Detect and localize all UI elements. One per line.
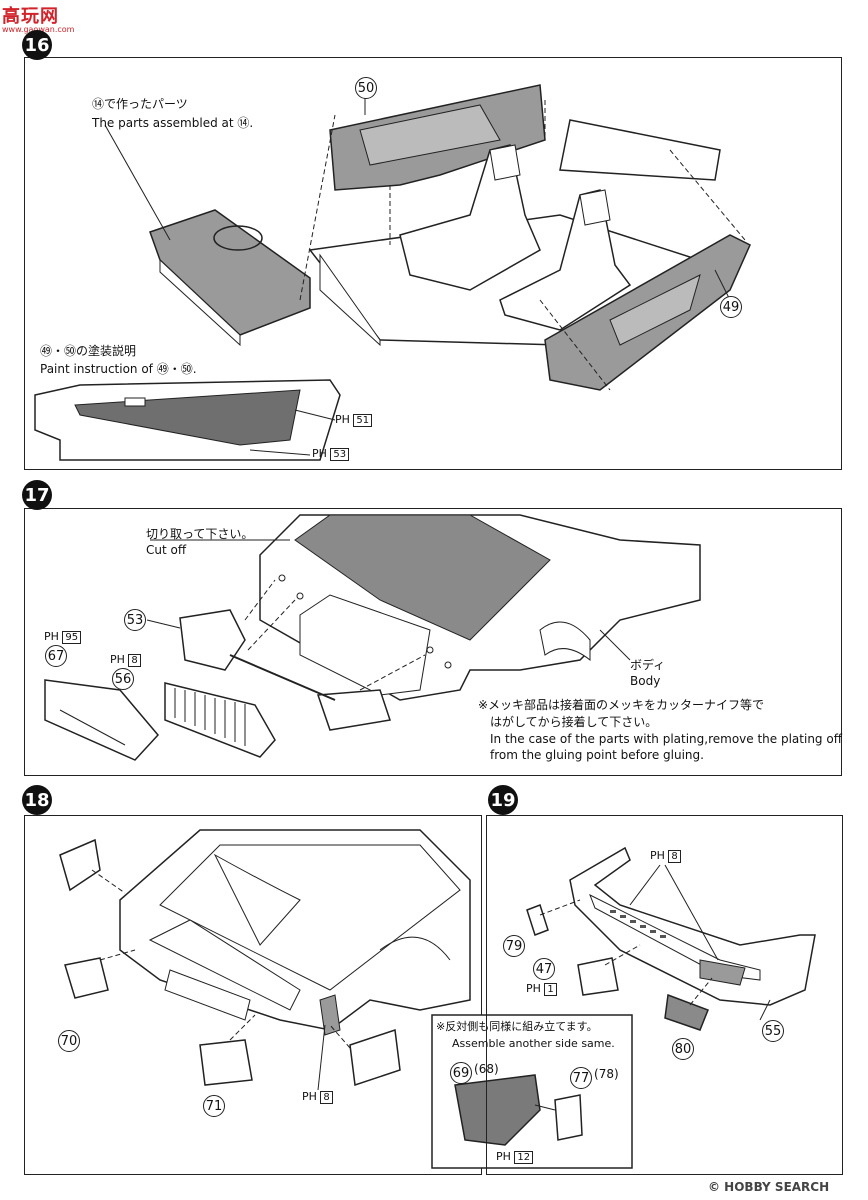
paint-code-ph8-step19: PH 8 (650, 849, 681, 863)
paint-prefix: PH (110, 653, 125, 666)
step19-number: 19 (488, 785, 518, 815)
step17-number: 17 (22, 480, 52, 510)
step16-paint-title-en: Paint instruction of ㊾・㊿. (40, 362, 197, 376)
step17-cut-jp: 切り取って下さい。 (146, 527, 254, 541)
step19-panel (486, 815, 843, 1175)
step17-plating-en-2: from the gluing point before gluing. (490, 748, 704, 762)
part-56-label: 56 (112, 668, 134, 690)
paint-code-value: 8 (320, 1091, 333, 1104)
paint-code-value: 53 (330, 448, 350, 461)
part-79-label: 79 (503, 935, 525, 957)
paint-prefix: PH (302, 1090, 317, 1103)
paint-prefix: PH (335, 413, 350, 426)
part-53-label: 53 (124, 609, 146, 631)
part-55-label: 55 (762, 1020, 784, 1042)
part-77-label: 77 (570, 1067, 592, 1089)
paint-code-ph51: PH 51 (335, 413, 373, 427)
part-69-label: 69 (450, 1062, 472, 1084)
paint-code-ph12: PH 12 (496, 1150, 534, 1164)
step18-number: 18 (22, 785, 52, 815)
step16-note-jp: ⑭で作ったパーツ (92, 97, 188, 111)
step17-body-jp: ボディ (630, 658, 666, 672)
paint-code-value: 8 (128, 654, 141, 667)
step16-paint-title-jp: ㊾・㊿の塗装説明 (40, 344, 137, 358)
paint-code-ph1: PH 1 (526, 982, 557, 996)
watermark-brand: 高玩网 (2, 6, 59, 27)
part-80-label: 80 (672, 1038, 694, 1060)
part-67-label: 67 (45, 645, 67, 667)
paint-code-ph53: PH 53 (312, 447, 350, 461)
step17-cut-en: Cut off (146, 543, 187, 557)
part-71-label: 71 (203, 1095, 225, 1117)
part-70-label: 70 (58, 1030, 80, 1052)
part-49-label: 49 (720, 296, 742, 318)
step18-assemble-en: Assemble another side same. (452, 1037, 615, 1050)
paint-code-value: 1 (544, 983, 557, 996)
watermark-site: www.gaowan.com (2, 25, 74, 34)
paint-code-value: 8 (668, 850, 681, 863)
paint-code-ph8: PH 8 (110, 653, 141, 667)
paint-code-value: 12 (514, 1151, 534, 1164)
paint-prefix: PH (526, 982, 541, 995)
paint-code-value: 95 (62, 631, 82, 644)
step17-plating-jp-2: はがしてから接着して下さい。 (490, 715, 658, 729)
part-47-label: 47 (533, 958, 555, 980)
paint-prefix: PH (312, 447, 327, 460)
part-50-label: 50 (355, 77, 377, 99)
step16-number: 16 (22, 30, 52, 60)
step17-panel (24, 508, 842, 776)
part-78-label: (78) (594, 1067, 619, 1081)
paint-code-ph95: PH 95 (44, 630, 82, 644)
watermark-logo: 高玩网 www.gaowan.com (2, 2, 74, 34)
part-78-value: 78 (598, 1067, 614, 1081)
step18-assemble-jp: ※反対側も同様に組み立てます。 (436, 1020, 598, 1033)
paint-code-ph8-step18: PH 8 (302, 1090, 333, 1104)
paint-prefix: PH (44, 630, 59, 643)
step17-plating-jp-1: ※メッキ部品は接着面のメッキをカッターナイフ等で (478, 698, 765, 712)
paint-prefix: PH (496, 1150, 511, 1163)
step16-note-en: The parts assembled at ⑭. (92, 116, 254, 130)
step17-body-en: Body (630, 674, 661, 688)
paint-prefix: PH (650, 849, 665, 862)
watermark-hobbysearch: © HOBBY SEARCH (708, 1180, 830, 1194)
step18-panel (24, 815, 482, 1175)
step16-panel (24, 57, 842, 470)
paint-code-value: 51 (353, 414, 373, 427)
step17-plating-en-1: In the case of the parts with plating,re… (490, 732, 842, 746)
